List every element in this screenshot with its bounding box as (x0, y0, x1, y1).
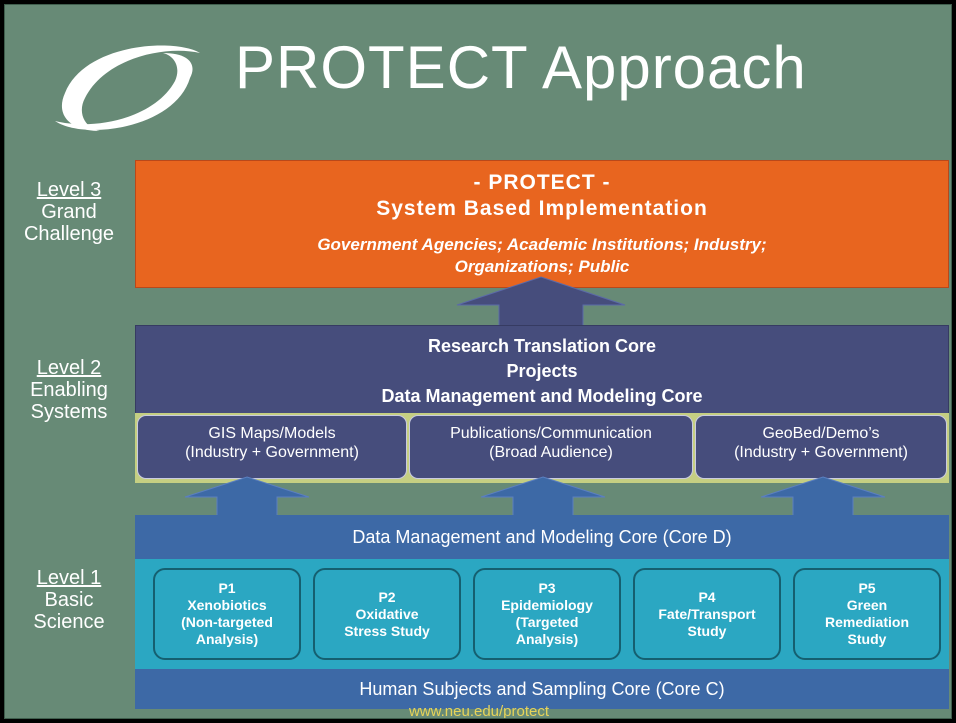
level2-box: Research Translation Core Projects Data … (135, 325, 949, 415)
level1-label: Level 1 Basic Science (5, 567, 133, 633)
level2-label-line1: Enabling (30, 379, 108, 401)
subsystem-publications-audience: (Broad Audience) (489, 444, 613, 461)
footer-url[interactable]: www.neu.edu/protect (408, 703, 550, 719)
project-p2-line: Oxidative (355, 605, 419, 622)
level3-box: - PROTECT - System Based Implementation … (135, 160, 949, 288)
level3-stakeholders-line2: Organizations; Public (454, 257, 630, 276)
subsystem-gis: GIS Maps/Models (Industry + Government) (137, 415, 407, 479)
project-p4-id: P4 (698, 588, 716, 605)
level2-line-dmmc: Data Management and Modeling Core (381, 386, 703, 406)
level2-label-level: Level 2 (36, 357, 102, 379)
subsystem-publications-title: Publications/Communication (450, 425, 652, 442)
level1-label-line1: Basic (44, 589, 94, 611)
project-p3: P3 Epidemiology (Targeted Analysis) (473, 568, 621, 660)
level2-label: Level 2 Enabling Systems (5, 357, 133, 423)
level2-line-projects: Projects (506, 361, 578, 381)
project-p1-id: P1 (218, 580, 236, 596)
project-p5-line: Remediation (824, 614, 909, 630)
project-p2-id: P2 (378, 588, 396, 605)
project-p4-line: Fate/Transport (658, 605, 756, 622)
page-title: PROTECT Approach (235, 34, 807, 101)
level3-subtitle: System Based Implementation (376, 197, 708, 220)
swoosh-logo-icon (55, 45, 200, 131)
level3-title: - PROTECT - (473, 171, 611, 194)
level3-label-line2: Challenge (23, 223, 115, 245)
project-p3-line: Analysis) (515, 631, 579, 647)
project-p4: P4 Fate/Transport Study (633, 568, 781, 660)
up-arrow-icon (480, 476, 606, 517)
level3-label-level: Level 3 (36, 179, 102, 201)
up-arrow-icon (456, 276, 626, 327)
project-p4-line: Study (687, 622, 727, 639)
project-p5-id: P5 (858, 580, 876, 596)
project-p2-line: Stress Study (344, 622, 430, 639)
level1-label-line2: Science (33, 611, 105, 633)
subsystem-publications: Publications/Communication (Broad Audien… (409, 415, 693, 479)
slide: PROTECT Approach Level 3 Grand Challenge… (4, 4, 952, 719)
project-p3-line: Epidemiology (501, 597, 593, 613)
level3-stakeholders-line1: Government Agencies; Academic Institutio… (317, 235, 767, 254)
project-p5: P5 Green Remediation Study (793, 568, 941, 660)
project-p1-line: (Non-targeted (181, 614, 273, 630)
level3-label-line1: Grand (41, 201, 97, 223)
level3-label: Level 3 Grand Challenge (5, 179, 133, 245)
project-p1-line: Xenobiotics (187, 597, 267, 613)
subsystem-geobed-title: GeoBed/Demo’s (762, 425, 880, 442)
up-arrow-icon (184, 476, 310, 517)
project-p3-line: (Targeted (515, 614, 579, 630)
project-p1-line: Analysis) (195, 631, 259, 647)
subsystem-geobed-audience: (Industry + Government) (734, 444, 908, 461)
subsystem-gis-title: GIS Maps/Models (208, 425, 336, 442)
level1-label-level: Level 1 (36, 567, 102, 589)
level2-line-rtc: Research Translation Core (427, 336, 657, 356)
project-p3-id: P3 (538, 580, 556, 596)
project-p5-line: Study (847, 631, 887, 647)
level1-core-c: Human Subjects and Sampling Core (Core C… (135, 669, 949, 709)
project-p2: P2 Oxidative Stress Study (313, 568, 461, 660)
level2-label-line2: Systems (30, 401, 108, 423)
project-p1: P1 Xenobiotics (Non-targeted Analysis) (153, 568, 301, 660)
level1-core-d: Data Management and Modeling Core (Core … (135, 515, 949, 559)
subsystem-gis-audience: (Industry + Government) (185, 444, 359, 461)
project-p5-line: Green (846, 597, 888, 613)
subsystem-geobed: GeoBed/Demo’s (Industry + Government) (695, 415, 947, 479)
up-arrow-icon (760, 476, 886, 517)
